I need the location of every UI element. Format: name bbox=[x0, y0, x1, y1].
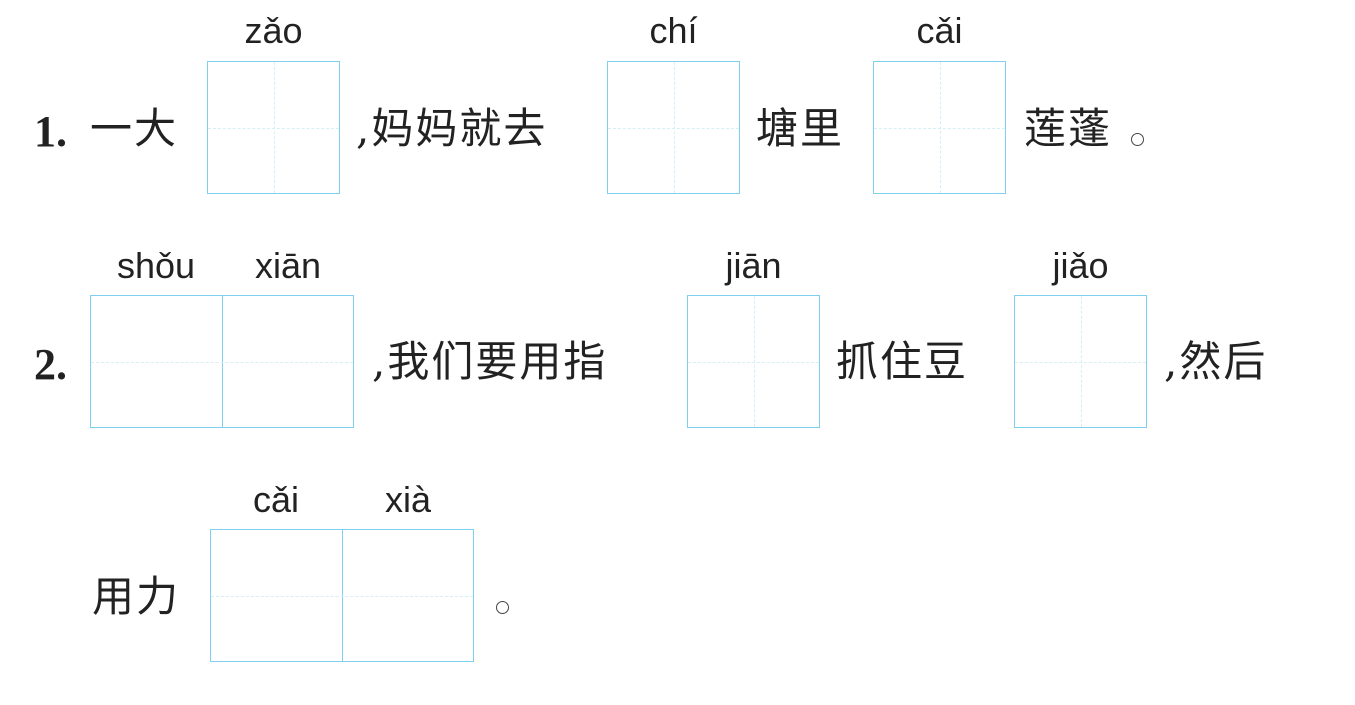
pinyin-shou: shǒu bbox=[116, 245, 196, 286]
item-1-text-b: ,妈妈就去 bbox=[356, 104, 548, 153]
item-1-text-a: 一大 bbox=[90, 104, 179, 153]
answer-box-jiao[interactable] bbox=[1014, 295, 1147, 428]
answer-box-shouxian[interactable] bbox=[90, 295, 354, 428]
pinyin-jiao: jiǎo bbox=[1052, 245, 1109, 286]
pinyin-xia: xià bbox=[384, 479, 432, 520]
period-mark bbox=[496, 601, 509, 614]
item-1-number: 1. bbox=[34, 107, 67, 156]
box-guide-vertical bbox=[673, 62, 675, 193]
item-2-text-a: ,我们要用指 bbox=[372, 337, 608, 386]
item-1-text-c: 塘里 bbox=[756, 104, 845, 153]
box-guide-vertical bbox=[753, 296, 755, 427]
pinyin-jian: jiān bbox=[725, 245, 782, 286]
answer-box-jian[interactable] bbox=[687, 295, 820, 428]
item-2-text-c: ,然后 bbox=[1164, 337, 1268, 386]
box-guide-vertical bbox=[939, 62, 941, 193]
item-2-text-b: 抓住豆 bbox=[836, 337, 969, 386]
pinyin-zao: zǎo bbox=[244, 10, 303, 51]
answer-box-chi[interactable] bbox=[607, 61, 740, 194]
box-guide-vertical bbox=[273, 62, 275, 193]
period-mark bbox=[1131, 133, 1144, 146]
box-guide-vertical bbox=[1080, 296, 1082, 427]
pinyin-cai-1: cǎi bbox=[916, 10, 963, 51]
answer-box-zao[interactable] bbox=[207, 61, 340, 194]
pinyin-xian: xiān bbox=[254, 245, 322, 286]
pinyin-chi: chí bbox=[649, 10, 698, 51]
answer-box-caixia[interactable] bbox=[210, 529, 474, 662]
item-2-text-d: 用力 bbox=[92, 572, 181, 621]
box-guide-horizontal bbox=[91, 361, 353, 363]
pinyin-cai-2: cǎi bbox=[252, 479, 300, 520]
item-1-text-d: 莲蓬 bbox=[1024, 104, 1113, 153]
answer-box-cai-1[interactable] bbox=[873, 61, 1006, 194]
box-guide-horizontal bbox=[211, 595, 473, 597]
item-2-number: 2. bbox=[34, 340, 67, 389]
